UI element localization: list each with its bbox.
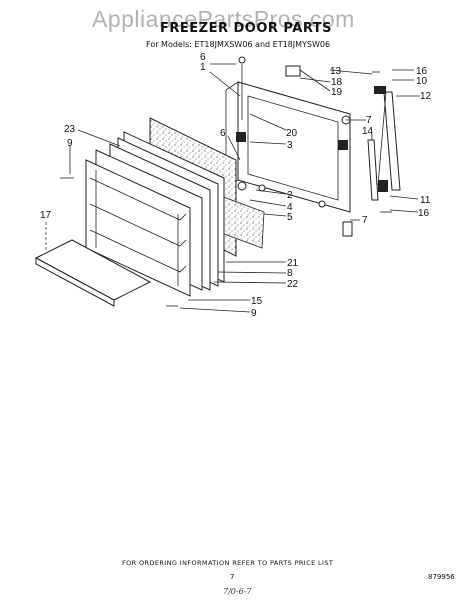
- callout-label: 13: [330, 66, 342, 77]
- ordering-note: FOR ORDERING INFORMATION REFER TO PARTS …: [122, 559, 334, 567]
- callout-label: 20: [286, 128, 298, 139]
- watermark: AppliancePartsPros.com: [92, 6, 355, 32]
- hinge-bracket-part: [367, 139, 379, 201]
- callout-label: 15: [251, 296, 263, 307]
- callout-label: 10: [416, 76, 428, 87]
- door-frame-part: [225, 81, 351, 213]
- drawing-code: 879956: [428, 573, 455, 581]
- callout-label: 16: [418, 208, 430, 219]
- callout-label: 23: [64, 124, 76, 135]
- callout-label: 16: [416, 66, 428, 77]
- model-numbers: For Models: ET18JMXSW06 and ET18JMYSW06: [146, 40, 331, 49]
- callout-label: 22: [287, 279, 299, 290]
- page-number: 7: [230, 573, 235, 581]
- callout-label: 12: [420, 91, 432, 102]
- callout-label: 3: [287, 140, 293, 151]
- door-liner-part: [85, 149, 203, 297]
- handwritten-signature: 7/0-6-7: [223, 587, 252, 596]
- callout-label: 5: [287, 212, 293, 223]
- callout-label: 8: [287, 268, 293, 279]
- door-handle-part: [374, 86, 401, 192]
- callout-label: 9: [251, 308, 257, 319]
- callout-label: 9: [67, 138, 73, 149]
- callout-label: 19: [331, 87, 343, 98]
- callout-label: 4: [287, 202, 293, 213]
- diagram-title: FREEZER DOOR PARTS: [160, 21, 332, 36]
- callout-label: 6: [220, 128, 226, 139]
- callout-label: 6: [200, 52, 206, 63]
- callout-label: 1: [200, 62, 206, 73]
- callout-numbers: 6 1 13 18 19 16 10 12 20 3 7 14 23 9 6 2…: [40, 52, 432, 319]
- callout-label: 2: [287, 190, 293, 201]
- callout-label: 11: [420, 195, 431, 206]
- callout-label: 7: [366, 115, 372, 126]
- callout-leaders: [45, 63, 420, 313]
- callout-label: 18: [331, 77, 343, 88]
- door-panel-part: [34, 239, 152, 307]
- callout-label: 21: [287, 258, 299, 269]
- callout-label: 14: [362, 126, 374, 137]
- callout-label: 17: [40, 210, 52, 221]
- callout-label: 7: [362, 215, 368, 226]
- hardware-parts: [60, 56, 392, 307]
